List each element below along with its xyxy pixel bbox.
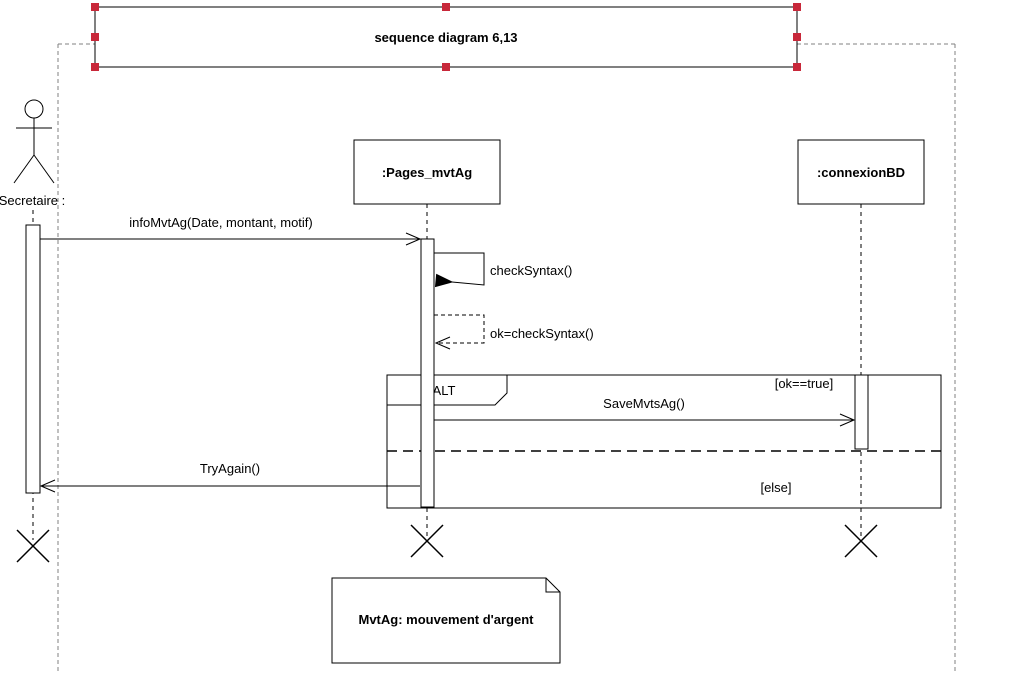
actor-name: Secretaire : — [0, 193, 65, 208]
destroy-pages-icon — [410, 524, 444, 558]
stick-figure-icon — [13, 99, 55, 184]
handle-bottom-left[interactable] — [91, 63, 99, 71]
message-info-label: infoMvtAg(Date, montant, motif) — [129, 215, 313, 230]
object-connexion-bd[interactable]: :connexionBD — [797, 139, 925, 205]
message-ok-check-syntax[interactable]: ok=checkSyntax() — [434, 314, 594, 343]
handle-bottom-right[interactable] — [793, 63, 801, 71]
object-connexion-label: :connexionBD — [817, 165, 905, 180]
title-box[interactable]: sequence diagram 6,13 — [94, 6, 798, 68]
message-info-mvtag[interactable]: infoMvtAg(Date, montant, motif) — [40, 215, 420, 239]
note-mvtag[interactable]: MvtAg: mouvement d'argent — [331, 577, 561, 664]
actor-secretaire[interactable]: Secretaire : — [0, 99, 65, 208]
message-try-again[interactable]: TryAgain() — [41, 461, 420, 486]
note-text: MvtAg: mouvement d'argent — [359, 612, 535, 627]
message-save-mvtsag[interactable]: SaveMvtsAg() — [434, 396, 854, 420]
handle-middle-right[interactable] — [793, 33, 801, 41]
message-save-label: SaveMvtsAg() — [603, 396, 685, 411]
message-ok-label: ok=checkSyntax() — [490, 326, 594, 341]
handle-middle-left[interactable] — [91, 33, 99, 41]
handle-top-left[interactable] — [91, 3, 99, 11]
object-pages-label: :Pages_mvtAg — [382, 165, 472, 180]
guard-true-label: [ok==true] — [775, 376, 834, 391]
diagram-frame — [57, 43, 956, 673]
message-tryagain-label: TryAgain() — [200, 461, 260, 476]
message-check-label: checkSyntax() — [490, 263, 572, 278]
handle-top-right[interactable] — [793, 3, 801, 11]
activation-secretaire — [25, 224, 41, 494]
activation-connexion — [854, 374, 869, 450]
handle-bottom-middle[interactable] — [442, 63, 450, 71]
selection-handles[interactable] — [91, 3, 801, 71]
alt-fragment[interactable]: ALT [ok==true] [else] — [386, 374, 942, 509]
destroy-connexion-icon — [844, 524, 878, 558]
message-check-syntax[interactable]: checkSyntax() — [434, 252, 572, 285]
destroy-secretaire-icon — [16, 529, 50, 563]
alt-operator-label: ALT — [433, 383, 456, 398]
diagram-title: sequence diagram 6,13 — [374, 30, 517, 45]
guard-else-label: [else] — [760, 480, 791, 495]
activation-pages — [420, 238, 435, 508]
object-pages-mvtag[interactable]: :Pages_mvtAg — [353, 139, 501, 205]
handle-top-middle[interactable] — [442, 3, 450, 11]
